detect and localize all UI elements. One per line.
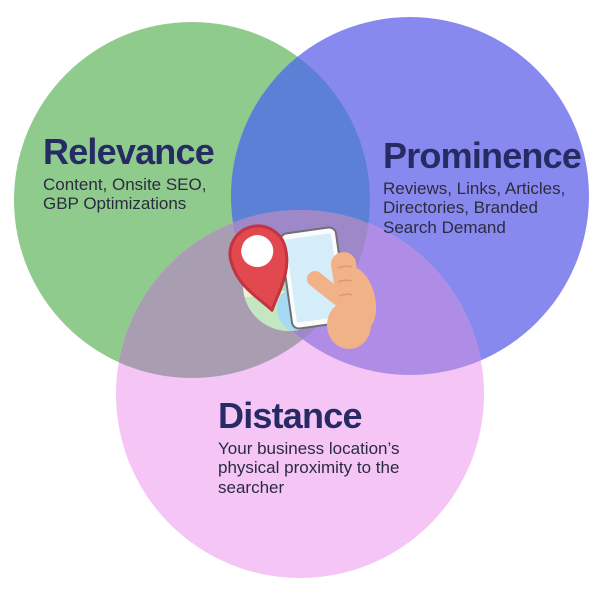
prominence-title: Prominence [383, 135, 582, 176]
relevance-label-block: Relevance Content, Onsite SEO, GBP Optim… [43, 131, 215, 214]
map-pin-icon [228, 224, 289, 312]
center-illustration [228, 224, 377, 349]
hand-icon [307, 252, 377, 349]
distance-description: Your business location’s physical proxim… [218, 438, 400, 497]
relevance-title: Relevance [43, 131, 215, 172]
distance-label-block: Distance Your business location’s physic… [218, 397, 399, 497]
distance-title: Distance [218, 395, 362, 436]
relevance-description: Content, Onsite SEO, GBP Optimizations [43, 174, 207, 214]
relevance-distance-overlap [116, 210, 370, 378]
prominence-distance-overlap [231, 210, 484, 375]
prominence-label-block: Prominence Reviews, Links, Articles, Dir… [383, 135, 582, 237]
prominence-description: Reviews, Links, Articles, Directories, B… [383, 178, 566, 237]
thumb-shape [307, 271, 356, 313]
